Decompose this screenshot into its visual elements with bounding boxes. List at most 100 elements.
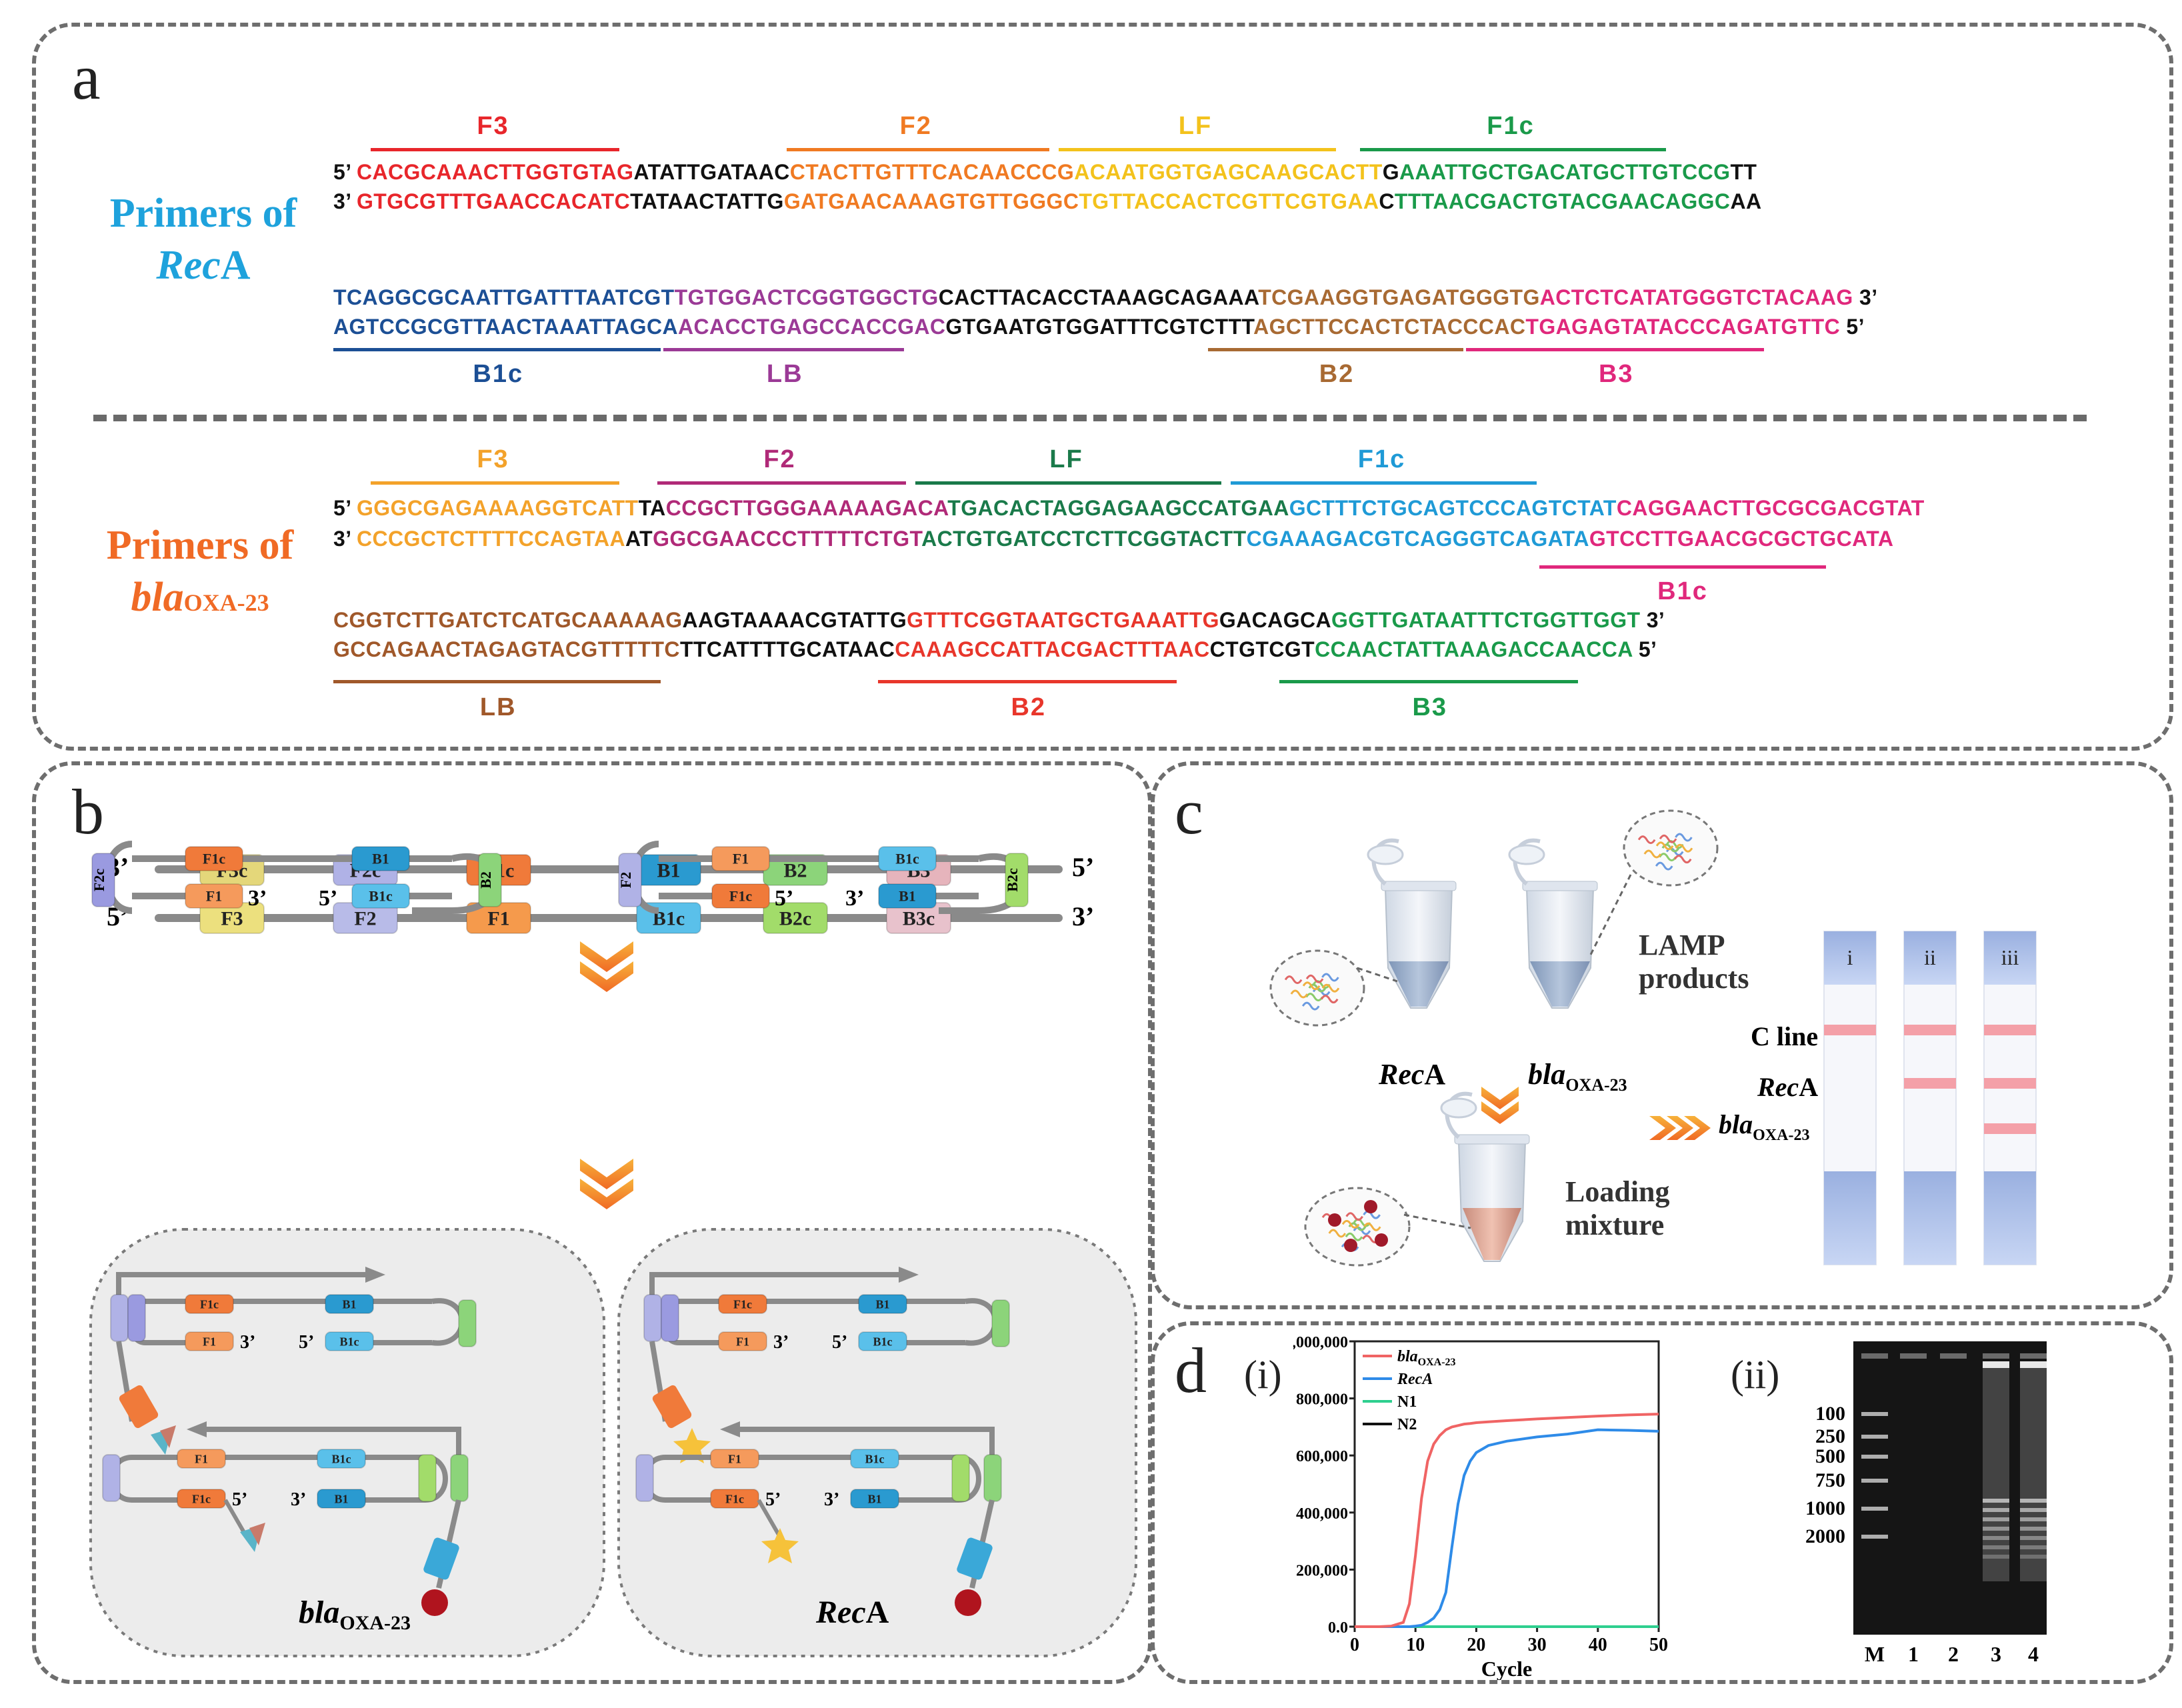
bead-icon [1364,1200,1377,1213]
amplification-structures: F1cF1B1B1c3’5’F1F1cB1cB15’3’F1cF1B1B1c3’… [102,1267,1010,1616]
strand-end: 3’ [845,886,864,911]
ladder-band [2020,1499,2047,1503]
panel-d [1151,1321,2173,1684]
panel-d-label: d [1175,1335,1207,1406]
region-label: B1c [1657,577,1708,605]
y-tick-label: 800,000 [1296,1391,1348,1409]
strand-end: 5’ [319,886,337,911]
region-box [661,1294,679,1342]
region-box-label: B1c [865,1452,885,1465]
region-box [991,1299,1010,1347]
ladder-band [2020,1508,2047,1512]
marker-band [1861,1455,1888,1459]
y-tick-label: 400,000 [1296,1505,1348,1523]
tube1-label: RecA [1378,1058,1445,1091]
region-box [711,846,770,871]
sequence-segment: TTTAACGACTGTACGAACAGGC [1394,189,1731,213]
region-box [850,1489,899,1509]
tube-cap [1508,844,1545,865]
region-box [127,1294,146,1342]
section-divider [93,415,2087,421]
marker-band [1861,1507,1888,1511]
legend-name: N2 [1397,1416,1417,1433]
strip-pad [1824,1171,1876,1265]
sequence-segment: C [1379,189,1395,213]
sequence-row: AGTCCGCGTTAACTAAATTAGCAACACCTGAGCCACCGAC… [333,315,1865,339]
c-line [1984,1025,2036,1035]
region-label: B2 [1319,360,1355,388]
sequence-row: 3’ GTGCGTTTGAACCACATCTATAACTATTGGATGAACA… [333,189,1761,214]
region-box [878,883,937,909]
series-line-0 [1355,1413,1659,1628]
reca-line [1904,1078,1956,1089]
ladder-band [1983,1508,2009,1512]
bead-icon [1344,1239,1357,1252]
region-bar [333,348,661,351]
region-box-label: F2 [354,908,376,930]
tag-icon [160,1425,176,1448]
strand-end: 3’ [291,1489,306,1510]
dna-icon [1305,974,1324,983]
strand-end-label: 3’ [1640,608,1665,632]
series-line-1 [1355,1428,1659,1628]
legend-label: N2 [1397,1416,1417,1433]
marker-band [1861,1535,1888,1539]
tube-liquid [1389,961,1449,1007]
strand-end: 3’ [240,1332,255,1353]
sequence-segment: CCGCTTGGGAAAAAGACA [665,496,948,520]
region-box-label: F1c [200,1297,219,1311]
test-strip: iii [1983,931,2037,1265]
sequence-segment: ACAATGGTGAGCAAGCACTT [1074,160,1383,184]
tail [757,1499,781,1536]
marker-label: 500 [1815,1445,1845,1467]
ladder-band [1983,1545,2009,1549]
region-box-label: F1c [729,888,752,905]
region-box-label: B1c [895,851,919,867]
region-box-label: F2c [91,869,107,891]
dna-icon [1363,1210,1381,1219]
region-box [325,1294,374,1314]
region-box-label: B1 [334,1492,348,1505]
strip-pad [1824,931,1876,985]
region-box-label: B1 [657,860,680,882]
strand-end: 5’ [299,1332,314,1353]
sequence-segment: GTTTCGGTAATGCTGAAATTG [907,608,1219,632]
region-box [983,1454,1002,1502]
marker-label: 250 [1815,1425,1845,1447]
dna-icon [1328,1229,1347,1238]
sequence-segment: TGAGAGTATACCCAGATGTTC [1525,315,1841,339]
test-strip: i [1823,931,1877,1265]
sequence-segment: TCAGGCGCAATTGATTTAATCGT [333,285,675,309]
region-box-label: B1c [340,1335,359,1348]
dna-icon [1284,975,1303,985]
sequence-segment: GGTTGATAATTTCTGGTTGGT [1331,608,1641,632]
strip-pad [1904,1171,1956,1265]
legend-name: bla [1397,1348,1418,1365]
region-bar [1059,148,1336,151]
dna-icon [1305,993,1323,1002]
ladder-band [2020,1527,2047,1531]
region-box-label: F1 [195,1452,208,1465]
sequence-segment: TGACACTAGGAGAAGCCATGAA [947,496,1289,520]
c-line [1824,1025,1876,1035]
region-box-label: F3 [221,908,243,930]
region-box-label: B1 [899,888,916,905]
strand-end-label: 5’ [1840,315,1865,339]
rec-primers-title: Primers of RecA [109,191,297,288]
sequence-segment: CGAAAGACGTCAGGGTCAGATA [1246,527,1589,551]
region-box [478,853,502,907]
region-box [951,1454,970,1502]
region-box [102,1454,121,1502]
marker-band [1861,1479,1888,1483]
region-box [643,1294,662,1342]
oxa-line [1984,1123,2036,1134]
sequence-segment: GGGCGAGAAAAGGTCATT [357,496,639,520]
c-line-label: C line [1751,1021,1818,1051]
marker-label: 100 [1815,1403,1845,1425]
sequence-segment: ACACCTGAGCCACCGAC [677,315,946,339]
region-box-label: F2 [617,872,634,888]
sequence-row: GCCAGAACTAGAGTACGTTTTTCTTCATTTTGCATAACCA… [333,637,1657,662]
region-label: B3 [1412,693,1448,721]
